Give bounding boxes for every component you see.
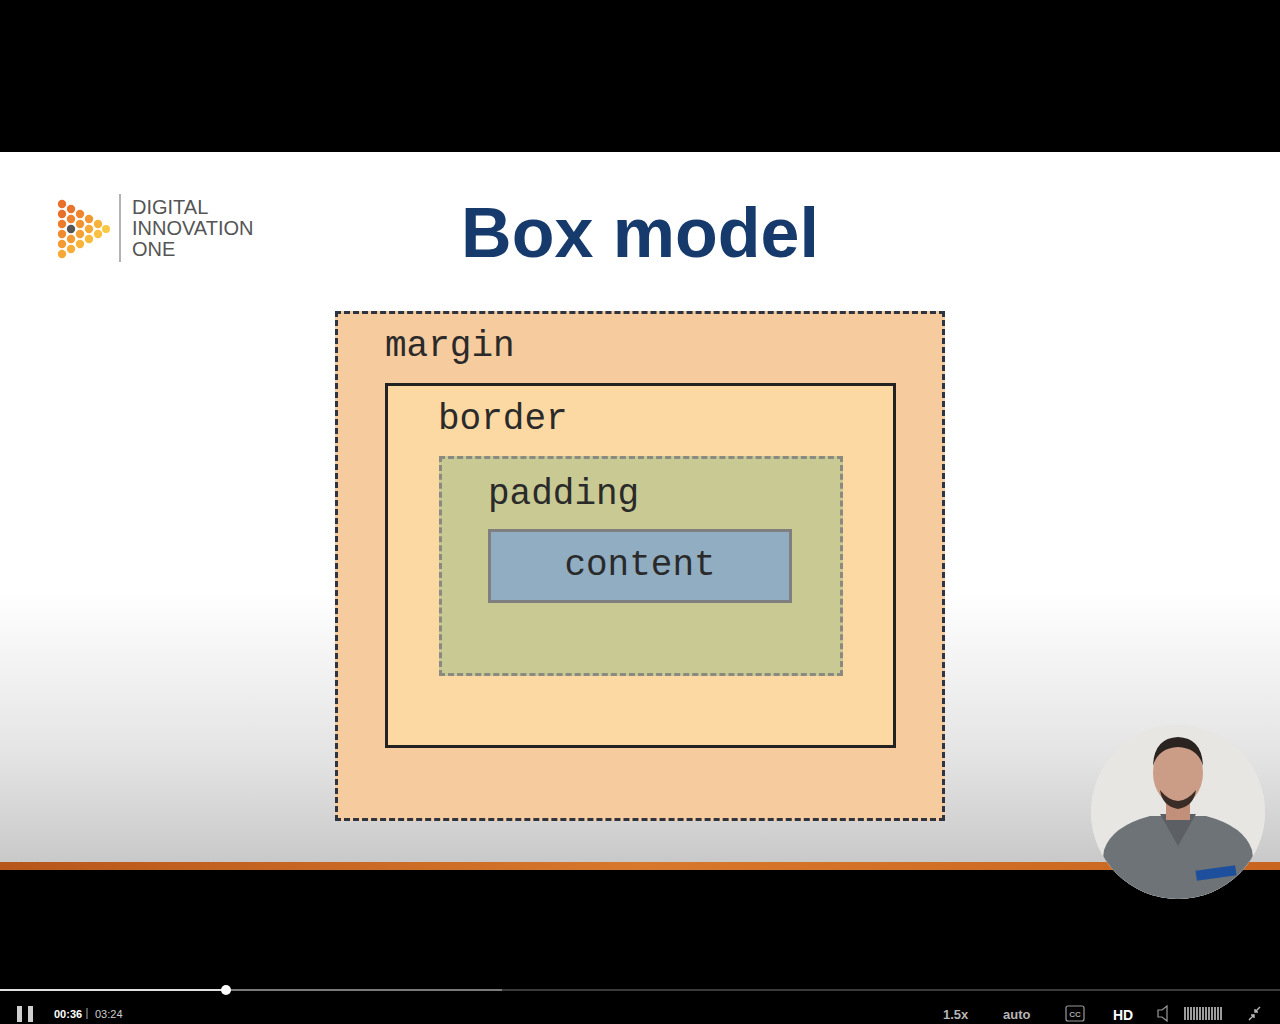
presenter-video <box>1090 725 1266 901</box>
volume-bars <box>1185 1007 1221 1020</box>
quality-auto: auto <box>1003 1007 1030 1022</box>
logo-text: DIGITAL INNOVATION ONE <box>132 197 253 260</box>
cc-icon-frame <box>1066 1006 1084 1021</box>
slide-title: Box model <box>0 198 1280 268</box>
padding-box: padding content <box>439 456 843 676</box>
logo-icon <box>58 200 110 258</box>
logo-separator <box>119 194 121 262</box>
box-label: border <box>438 402 568 438</box>
box-label: padding <box>488 477 639 513</box>
cc-button: CC <box>1066 1010 1084 1019</box>
elapsed-time: 00:36 <box>54 1008 82 1020</box>
slide-accent-bar <box>0 862 1280 870</box>
border-box: border padding content <box>385 383 896 748</box>
margin-box: margin border padding content <box>335 311 945 821</box>
content-box: content <box>488 529 792 603</box>
time-separator <box>87 1008 88 1019</box>
pause-icon <box>17 1006 33 1022</box>
exit-fullscreen-icon <box>1249 1007 1260 1020</box>
box-label: content <box>564 548 715 584</box>
speed-button: 1.5x <box>943 1007 968 1022</box>
progress-bar <box>0 985 1280 995</box>
speaker-icon <box>1158 1006 1167 1021</box>
box-label: margin <box>385 329 515 365</box>
hd-button: HD <box>1113 1007 1133 1023</box>
total-time: 03:24 <box>95 1008 123 1020</box>
